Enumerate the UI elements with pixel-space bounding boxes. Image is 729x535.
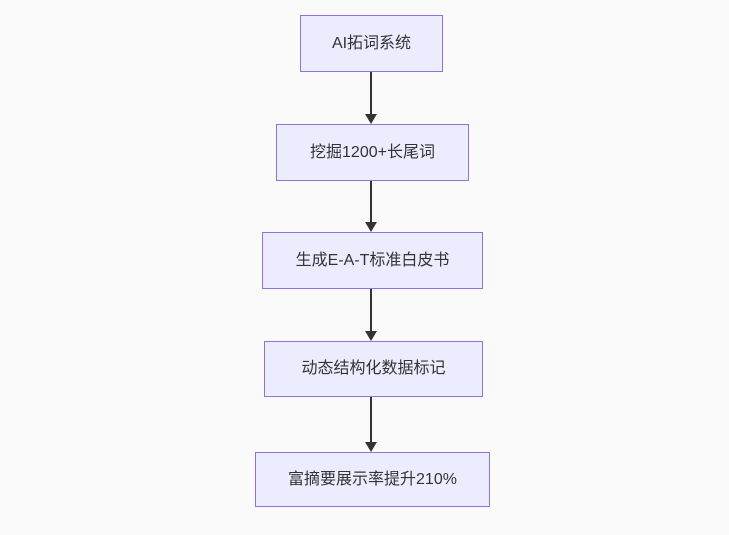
flow-node-label: 生成E-A-T标准白皮书: [295, 251, 450, 269]
arrow-down-icon: [365, 181, 377, 232]
arrowhead-icon: [365, 114, 377, 124]
arrowhead-icon: [365, 331, 377, 341]
arrow-line: [370, 397, 372, 442]
arrow-down-icon: [365, 289, 377, 341]
arrow-line: [370, 181, 372, 222]
arrowhead-icon: [365, 442, 377, 452]
flow-node-eat-whitepaper: 生成E-A-T标准白皮书: [262, 232, 483, 289]
arrowhead-icon: [365, 222, 377, 232]
arrow-line: [370, 72, 372, 114]
flow-node-label: 动态结构化数据标记: [301, 360, 446, 377]
flow-node-ai-keyword-system: AI拓词系统: [300, 15, 443, 72]
flow-node-label: AI拓词系统: [331, 34, 412, 52]
flow-node-label: 挖掘1200+长尾词: [310, 143, 435, 161]
arrow-line: [370, 289, 372, 331]
flow-node-structured-data-markup: 动态结构化数据标记: [264, 341, 483, 397]
arrow-down-icon: [365, 397, 377, 452]
flow-node-rich-snippet-result: 富摘要展示率提升210%: [255, 452, 490, 507]
flow-node-label: 富摘要展示率提升210%: [288, 470, 457, 488]
flow-node-longtail-mining: 挖掘1200+长尾词: [276, 124, 469, 181]
arrow-down-icon: [365, 72, 377, 124]
